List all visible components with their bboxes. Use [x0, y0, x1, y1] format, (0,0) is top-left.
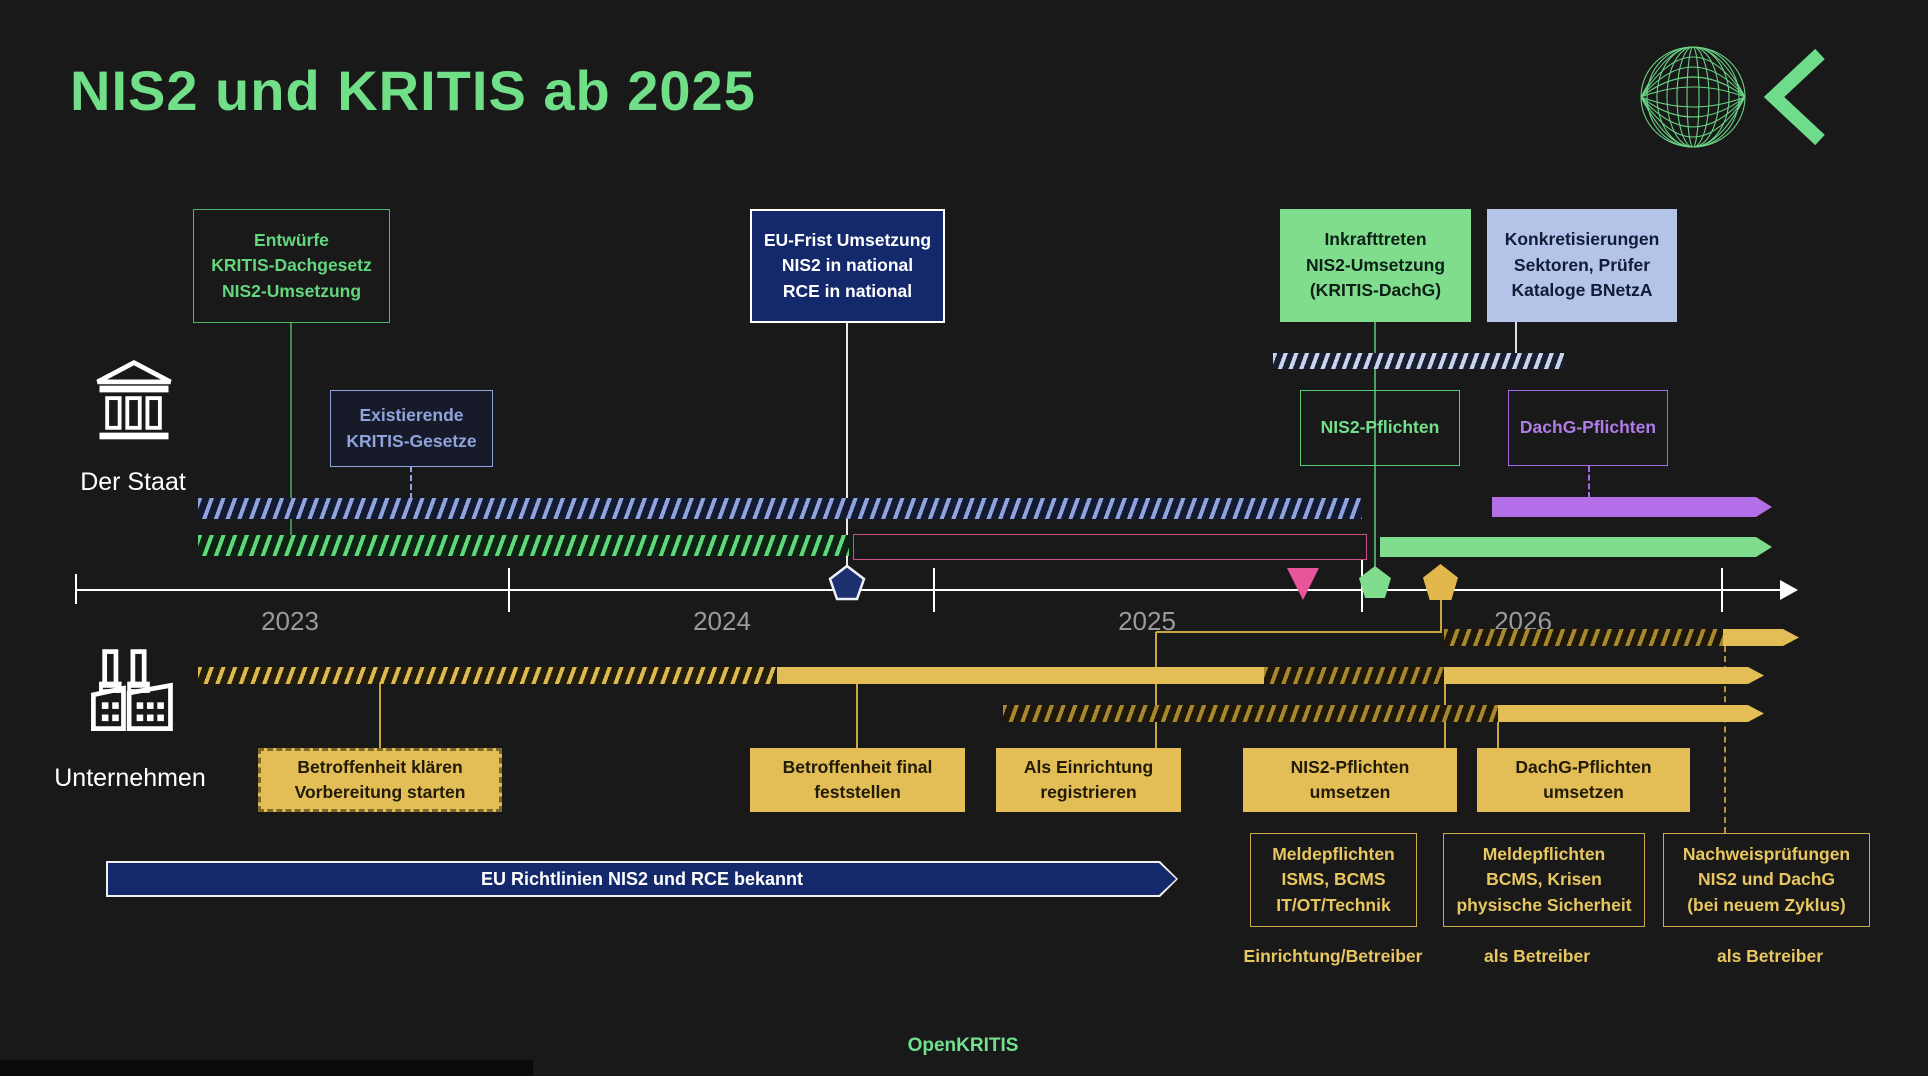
bar-betroffenheit-solid	[777, 667, 1264, 684]
eu-frist-marker	[828, 564, 866, 602]
box-inkrafttreten: Inkrafttreten NIS2-Umsetzung (KRITIS-Dac…	[1280, 209, 1471, 322]
box-dachg-pflichten: DachG-Pflichten	[1508, 390, 1668, 466]
connector-konkretisierungen	[1515, 320, 1517, 354]
company-factory-icon	[84, 646, 178, 738]
connector-registrieren	[1155, 632, 1157, 748]
bar-dachg-active	[1492, 497, 1772, 517]
box-nis2-pflichten: NIS2-Pflichten	[1300, 390, 1460, 466]
role-label-als-betreiber-2: als Betreiber	[1716, 946, 1824, 966]
box-klaeren: Betroffenheit klären Vorbereitung starte…	[258, 748, 502, 812]
axis-tick-end	[1721, 568, 1723, 612]
connector-entwuerfe	[290, 322, 292, 556]
connector-pentagon-stub	[1440, 600, 1442, 632]
bar-nis2-umsetzung-solid	[1444, 667, 1764, 684]
axis-tick-start	[75, 574, 77, 604]
role-label-als-betreiber-1: als Betreiber	[1483, 946, 1591, 966]
company-label: Unternehmen	[54, 764, 206, 792]
eu-richtlinien-banner-label: EU Richtlinien NIS2 und RCE bekannt	[480, 868, 804, 889]
box-entwuerfe: Entwürfe KRITIS-Dachgesetz NIS2-Umsetzun…	[193, 209, 390, 323]
connector-inkrafttreten	[1374, 320, 1376, 570]
connector-existierende	[410, 466, 412, 499]
box-final: Betroffenheit final feststellen	[750, 748, 965, 812]
connector-final	[856, 684, 858, 748]
bar-dachg-umsetzung-solid	[1498, 705, 1764, 722]
bar-dachg-umsetzung-hatched	[1003, 705, 1498, 722]
connector-dachg-umsetzen	[1497, 722, 1499, 748]
timeline-axis-arrow	[1780, 580, 1798, 600]
timeline-axis	[76, 589, 1782, 591]
bar-nis2-pending-outline	[853, 534, 1367, 560]
bottom-strip	[0, 1060, 533, 1076]
box-nachweispruefungen: Nachweisprüfungen NIS2 und DachG (bei ne…	[1663, 833, 1870, 927]
bar-betroffenheit-hatched	[198, 667, 777, 684]
box-registrieren: Als Einrichtung registrieren	[996, 748, 1181, 812]
inkrafttreten-marker	[1359, 566, 1391, 598]
meldepflicht-marker	[1287, 568, 1319, 600]
connector-dachg-dashed	[1588, 466, 1590, 498]
box-dachg-umsetzen: DachG-Pflichten umsetzen	[1477, 748, 1690, 812]
connector-klaeren	[379, 684, 381, 748]
box-eu-frist: EU-Frist Umsetzung NIS2 in national RCE …	[750, 209, 945, 323]
bar-nis2-umsetzung-hatched	[1264, 667, 1444, 684]
state-label: Der Staat	[80, 468, 186, 496]
axis-tick-2025	[933, 568, 935, 612]
connector-eu-frist	[846, 322, 848, 574]
connector-nachweis-dashed	[1724, 646, 1726, 833]
logo-sphere-icon	[1638, 42, 1748, 152]
box-meldepflichten-dachg: Meldepflichten BCMS, Krisen physische Si…	[1443, 833, 1645, 927]
eu-richtlinien-banner: EU Richtlinien NIS2 und RCE bekannt	[106, 861, 1178, 897]
page-title: NIS2 und KRITIS ab 2025	[70, 59, 756, 122]
role-label-einrichtung-betreiber: Einrichtung/Betreiber	[1243, 946, 1423, 966]
registrierung-marker	[1423, 564, 1458, 600]
bar-nachweis-active	[1723, 629, 1799, 646]
year-label-2023: 2023	[261, 606, 319, 636]
bar-nis2-eu-hatched	[198, 498, 1362, 519]
state-temple-icon	[88, 356, 180, 446]
box-nis2-umsetzen: NIS2-Pflichten umsetzen	[1243, 748, 1457, 812]
box-konkretisierungen: Konkretisierungen Sektoren, Prüfer Katal…	[1487, 209, 1677, 322]
bar-nis2-active	[1380, 537, 1772, 557]
bar-kritis-hatched	[198, 535, 849, 556]
footer-openkritis: OpenKRITIS	[907, 1035, 1019, 1056]
year-label-2025: 2025	[1118, 606, 1176, 636]
year-label-2024: 2024	[693, 606, 751, 636]
axis-tick-2024	[508, 568, 510, 612]
bar-konkretisierung-hatched	[1273, 353, 1564, 369]
box-meldepflichten-nis2: Meldepflichten ISMS, BCMS IT/OT/Technik	[1250, 833, 1417, 927]
connector-pentagon-elbow	[1156, 631, 1442, 633]
bar-nachweis-hatched	[1444, 629, 1723, 646]
logo-chevron-icon	[1762, 46, 1830, 148]
box-existierende: Existierende KRITIS-Gesetze	[330, 390, 493, 467]
